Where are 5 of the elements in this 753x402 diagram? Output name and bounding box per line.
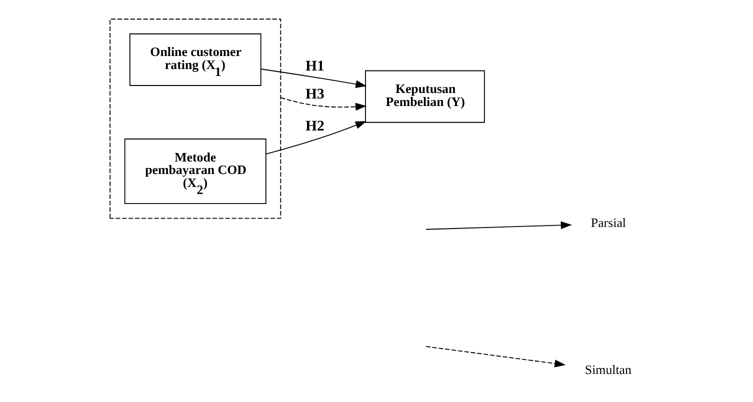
edge-label: H3 [305, 86, 324, 102]
edge-label: H2 [305, 118, 324, 135]
edge-label: H1 [305, 58, 324, 75]
legend-label: Simultan [584, 362, 631, 377]
legend-label: Parsial [590, 216, 626, 230]
